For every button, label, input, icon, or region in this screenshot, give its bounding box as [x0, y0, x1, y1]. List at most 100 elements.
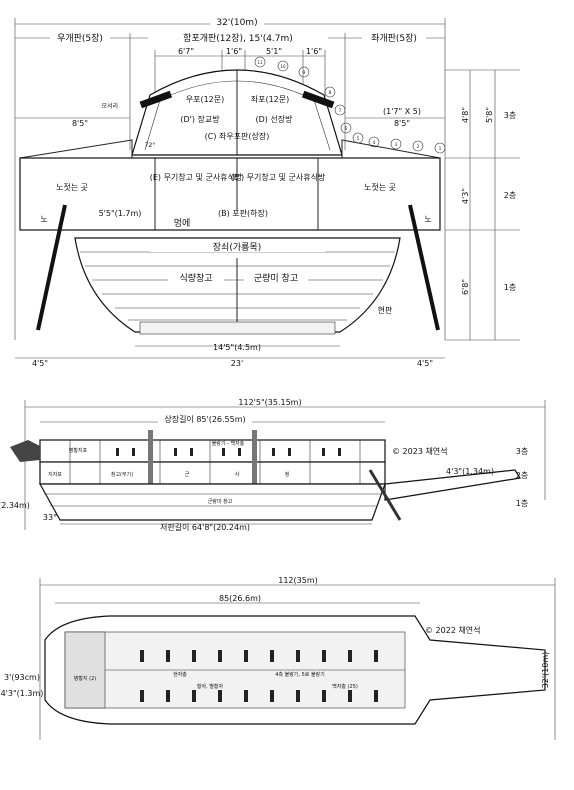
- supply-store-label: 군량미 창고: [254, 272, 298, 284]
- right-cannon-icon: [301, 90, 335, 109]
- side-gun3-label: 청: [285, 472, 290, 478]
- segment-c-label: 5'1": [266, 47, 282, 56]
- side-food-label: 군량미 창고: [208, 498, 233, 505]
- keel-bottom: [139, 321, 336, 335]
- side-plank-label: 현판: [378, 306, 393, 315]
- side-overall-label: 112'5"(35.15m): [238, 398, 301, 407]
- lower-deck-label: (B) 포판(하장): [218, 208, 268, 218]
- left-cannon-icon: [139, 90, 173, 109]
- side-jija-label: 지자포: [48, 471, 62, 478]
- right-width-label: 8'5": [394, 119, 410, 128]
- plank-number-3: 3: [395, 142, 398, 147]
- plan-bullanggi-label: 4측 불랑기, 5로 불랑기: [275, 671, 325, 678]
- floor3-height-a: 4'8": [461, 107, 470, 123]
- deck-length-bg: [158, 414, 252, 424]
- upper-deck-label: (C) 좌우포판(상장): [205, 131, 270, 141]
- left-hatch-bg: [50, 31, 110, 42]
- left-cannon-label: 우포(12문): [186, 95, 225, 104]
- right-rowing-label: 노젓는 곳: [364, 182, 396, 192]
- right-store-label: (E') 무기창고 및 군사휴식방: [231, 172, 326, 182]
- plank-marker-10: [277, 60, 289, 72]
- overall-width-label: 32'(10m): [216, 18, 257, 28]
- right-oar-label: 노: [424, 215, 431, 224]
- right-oar: [408, 204, 440, 331]
- keel-length-label: 저판길이 64'8"(20.24m): [160, 522, 250, 532]
- cross-section-diagram: 32'(10m) 우개판(5장) 함포개판(12장), 15'(4.7m) 좌개…: [14, 16, 520, 368]
- plan-left-bottom-label: 4'3"(1.3m): [1, 689, 44, 698]
- plan-crew-row-top: [140, 650, 378, 662]
- plan-cheonja-label: 현자총: [173, 671, 187, 678]
- supply-store-bg: [244, 270, 308, 284]
- right-hatch-label: 좌개판(5장): [371, 33, 417, 44]
- side-hull-planks: [44, 493, 381, 507]
- side-left-height: (2.34m): [0, 501, 30, 510]
- plank-marker-3: [390, 138, 402, 150]
- plank-number-4: 4: [373, 140, 376, 145]
- right-hatch-bg: [362, 31, 426, 42]
- center-hatch-bg: [148, 31, 328, 42]
- left-hatch-label: 우개판(5장): [57, 33, 103, 44]
- center-hatch-label: 함포개판(12장), 15'(4.7m): [183, 33, 293, 44]
- right-room-label: (D) 선장방: [255, 114, 293, 124]
- plank-marker-4: [368, 136, 380, 148]
- left-roof-slope: [19, 139, 133, 159]
- plank-count-label: (1'7" X 5): [383, 107, 421, 116]
- plank-marker-7: [334, 104, 346, 116]
- side-copyright: © 2023 채연석: [392, 446, 448, 456]
- floor3-height-b: 5'8": [485, 107, 494, 123]
- deck-length-label: 상장길이 85'(26.55m): [164, 414, 245, 424]
- plan-crew-row-bottom: [140, 690, 378, 702]
- plan-hwangja-label: 황자, 별황자: [197, 683, 224, 690]
- overall-width-bg: [210, 16, 264, 27]
- plank-marker-5: [352, 132, 364, 144]
- plan-general-label: 병황지 (2): [74, 675, 97, 682]
- plan-width-label: 32'(10m): [541, 652, 550, 689]
- side-floor2-label: 2층: [516, 471, 528, 480]
- segment-d-label: 1'6": [306, 47, 322, 56]
- plan-deck-label: 85(26.6m): [219, 594, 261, 603]
- plan-bow-room: [64, 631, 106, 709]
- left-room-label: (D') 장교방: [180, 114, 220, 124]
- edge-label: 모서리: [101, 102, 118, 110]
- food-store-label: 식량창고: [179, 272, 212, 284]
- dragon-head-icon: [10, 440, 40, 462]
- side-floor3-label: 3층: [516, 447, 528, 456]
- crew-figures: [116, 448, 341, 456]
- plank-number-2: 2: [417, 144, 420, 149]
- right-cannon-label: 좌포(12문): [251, 95, 290, 104]
- plank-number-6: 6: [345, 126, 348, 131]
- angle-label: 72°: [145, 142, 156, 149]
- beam-bg: [150, 240, 325, 252]
- middle-structure: [39, 461, 386, 485]
- side-storage-label: 창고(무기): [111, 471, 133, 478]
- plan-left-top-label: 3'(93cm): [4, 673, 40, 682]
- left-oar: [36, 204, 67, 331]
- segment-a-label: 6'7": [178, 47, 194, 56]
- plank-marker-11: [254, 56, 266, 68]
- plank-marker-8: [324, 86, 336, 98]
- right-roof-slope: [341, 139, 441, 159]
- plan-copyright: © 2022 채연석: [425, 625, 481, 635]
- bottom-width-label: 14'5"(4.5m): [213, 343, 261, 352]
- rudder: [368, 469, 402, 521]
- side-stern-angle: 33°: [43, 513, 57, 522]
- left-rowing-label: 노젓는 곳: [56, 182, 88, 192]
- beam-label: 장쇠(가룡목): [213, 242, 261, 253]
- left-store-label: (E) 무기창고 및 군사휴식방: [150, 172, 243, 182]
- side-floor1-label: 1층: [516, 499, 528, 508]
- side-general-label: 병황지포: [69, 447, 88, 454]
- plan-baekja-label: 백자총 (25): [332, 683, 358, 690]
- mast-left: [148, 430, 153, 485]
- side-height-label: 4'3"(1.34m): [446, 467, 494, 476]
- side-lower-hull: [38, 483, 386, 521]
- segment-b-label: 1'6": [226, 47, 242, 56]
- floor2-label: 2층: [504, 191, 516, 200]
- plank-number-8: 8: [329, 90, 332, 95]
- upper-posts: [69, 440, 361, 484]
- left-oar-label: 노: [40, 215, 47, 224]
- plan-overall-label: 112(35m): [278, 576, 317, 585]
- plan-view-diagram: 112(35m) 85(26.6m): [1, 576, 556, 740]
- bottom-right-label: 4'5": [417, 359, 433, 368]
- side-gun2-label: 사: [235, 471, 240, 478]
